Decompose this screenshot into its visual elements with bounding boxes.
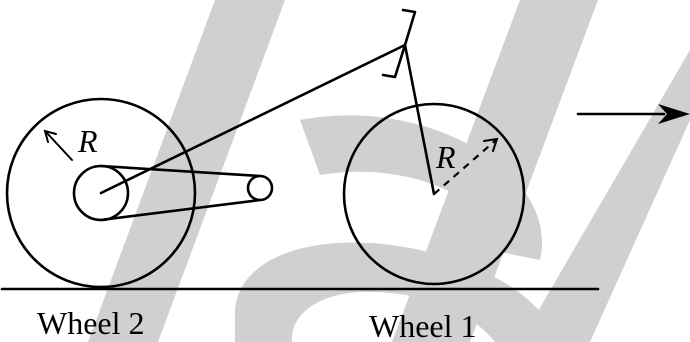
wheel-2-caption: Wheel 2	[37, 305, 145, 341]
radius-label-wheel-1: R	[435, 139, 456, 175]
handlebar	[381, 8, 417, 79]
radius-label-wheel-2: R	[77, 123, 98, 159]
wheel-1-caption: Wheel 1	[369, 308, 477, 342]
radius-indicator-wheel-2	[43, 129, 73, 161]
chain-lower	[99, 198, 262, 222]
chain-upper	[99, 164, 262, 178]
frame-fork	[403, 43, 436, 196]
wheel-2	[5, 97, 197, 289]
radius-indicator-wheel-1	[433, 137, 499, 195]
wheel-1	[342, 102, 526, 286]
motion-arrow	[576, 104, 690, 124]
pedal-sprocket	[246, 174, 274, 202]
frame-top-tube	[99, 43, 407, 195]
